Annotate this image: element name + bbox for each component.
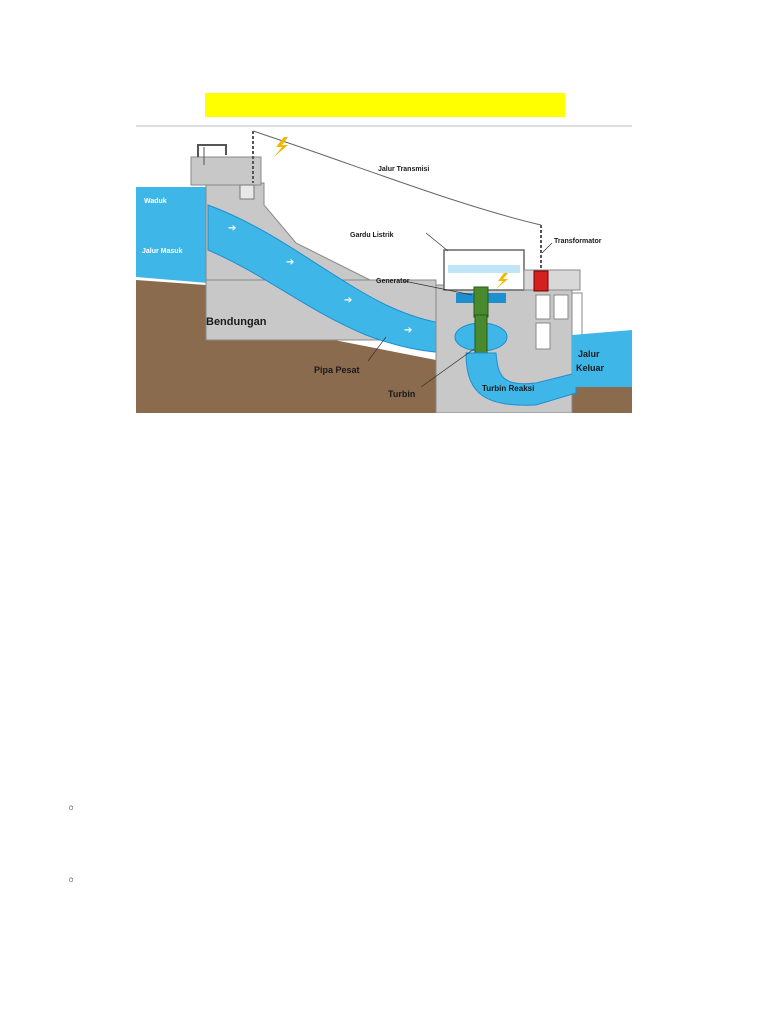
leader-generator	[403, 280, 473, 296]
lightning-icon-generator	[496, 273, 508, 289]
label-turbin-reaksi: Turbin Reaksi	[482, 384, 534, 393]
powerhouse-annex	[523, 269, 581, 291]
tailwater	[572, 330, 632, 387]
ground-left	[136, 280, 206, 413]
flow-arrow-2: ➔	[286, 257, 294, 268]
powerhouse-window-2	[553, 294, 569, 320]
turbine-shaft	[474, 314, 488, 356]
control-room-window	[448, 265, 520, 273]
list-bullet: ◦	[67, 801, 76, 817]
label-transformator: Transformator	[554, 238, 602, 245]
flow-arrow-1: ➔	[228, 223, 236, 234]
dam-top-house	[190, 156, 262, 186]
leader-transformator	[541, 242, 553, 254]
hydropower-diagram: ➔ ➔ ➔ ➔	[136, 125, 632, 413]
generator-body	[473, 286, 489, 318]
powerhouse-window-3	[535, 322, 551, 350]
crane-frame	[197, 144, 227, 157]
reservoir-water	[136, 187, 208, 283]
leader-pipa	[367, 336, 387, 362]
label-turbin: Turbin	[388, 389, 415, 399]
label-jalur-keluar-2: Keluar	[576, 363, 605, 373]
powerhouse-window-1	[535, 294, 551, 320]
label-jalur-masuk: Jalur Masuk	[142, 248, 183, 255]
label-waduk: Waduk	[144, 198, 167, 205]
label-jalur-keluar-1: Jalur	[578, 349, 600, 359]
transformer-box	[533, 270, 549, 292]
leader-gardu	[425, 232, 449, 252]
highlight-bar	[205, 93, 565, 117]
flow-arrow-3: ➔	[344, 295, 352, 306]
label-gardu-listrik: Gardu Listrik	[350, 232, 394, 239]
flow-arrow-4: ➔	[404, 325, 412, 336]
transmission-line	[252, 130, 542, 226]
label-bendungan: Bendungan	[206, 316, 267, 328]
powerhouse-window-4	[571, 292, 583, 342]
list-bullet: ◦	[67, 873, 76, 889]
label-generator: Generator	[376, 278, 410, 285]
draft-tube	[465, 352, 577, 406]
leader-turbin	[420, 348, 475, 388]
label-jalur-transmisi: Jalur Transmisi	[378, 166, 429, 173]
dam-window	[239, 184, 255, 200]
label-pipa-pesat: Pipa Pesat	[314, 365, 360, 375]
lightning-icon-top	[274, 137, 288, 157]
